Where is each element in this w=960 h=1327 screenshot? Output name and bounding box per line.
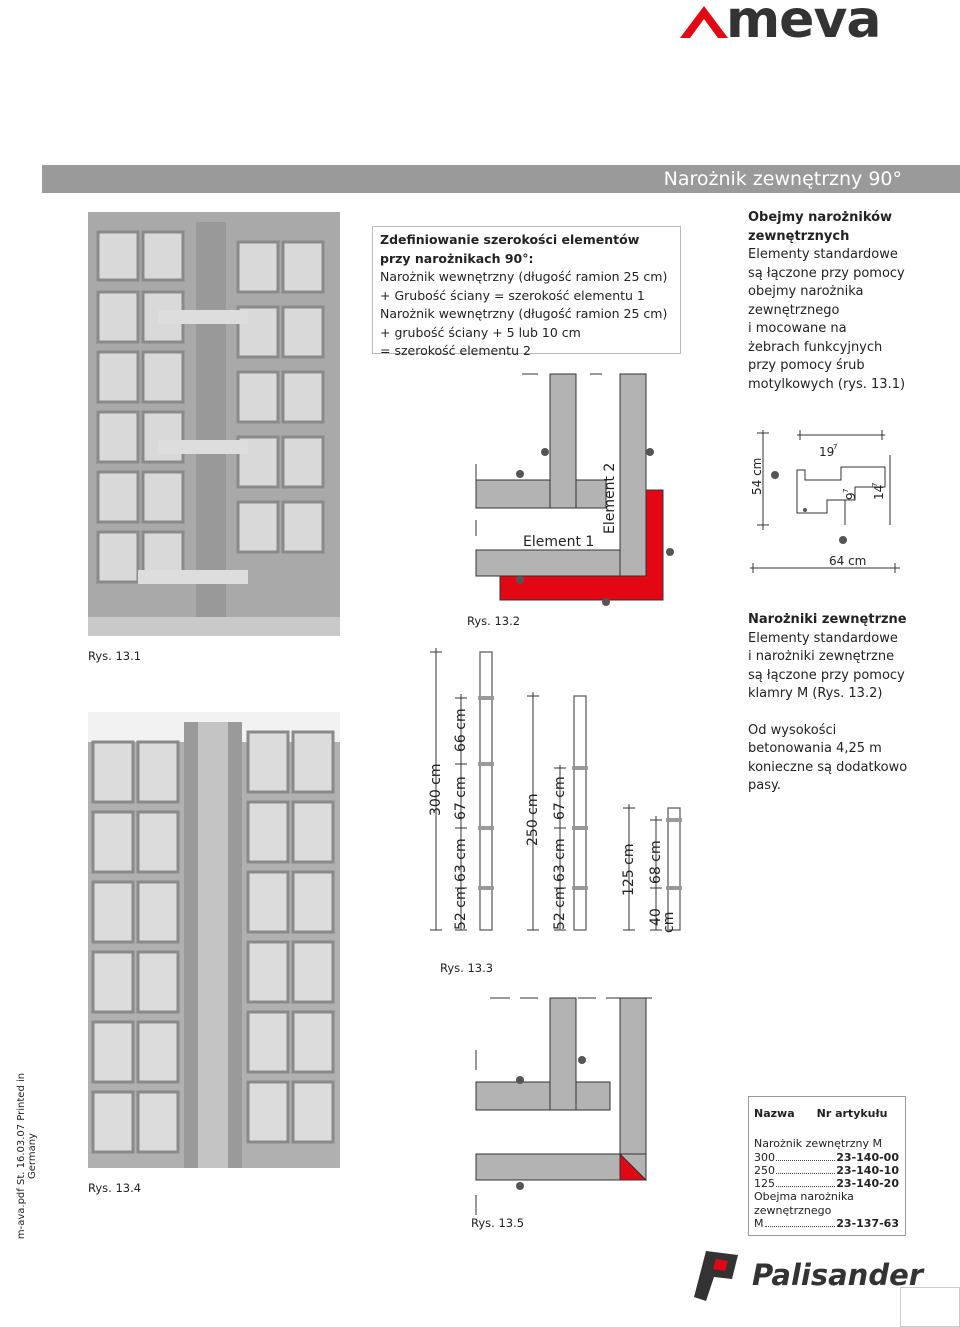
corner-diagram-fig-13-5 [475, 997, 652, 1215]
dim-19: 19 [819, 445, 834, 459]
section-clamps-line: są łączone przy pomocy [748, 265, 905, 281]
dim-250-cm: 250 cm [525, 793, 541, 846]
caption-fig-13-3: Rys. 13.3 [440, 961, 494, 975]
dim-54-cm: 54 cm [750, 458, 764, 495]
section-corners-line: klamry M (Rys. 13.2) [748, 686, 883, 701]
table-row-number: 23-140-20 [836, 1177, 899, 1191]
caption-fig-13-5: Rys. 13.5 [471, 1216, 525, 1230]
definition-line: + grubość ściany + 5 lub 10 cm [380, 324, 581, 340]
section-clamps-line: i mocowane na [748, 321, 847, 336]
dim-300-cm: 300 cm [428, 763, 444, 816]
definition-line: = szerokość elementu 2 [380, 343, 531, 358]
section-clamps: Obejmy narożników zewnętrznych Elementy … [748, 209, 948, 394]
dim-14: 14 [872, 485, 886, 500]
photo-fig-13-1 [88, 212, 340, 636]
table-row-number: 23-137-63 [836, 1217, 899, 1231]
dim-52-cm-a: 52 cm [453, 886, 469, 930]
caption-fig-13-1: Rys. 13.1 [88, 649, 142, 663]
header-bar [42, 165, 960, 193]
table-row: 250 23-140-10 [754, 1164, 905, 1177]
article-table: Nazwa Nr artykułu Narożnik zewnętrzny M … [748, 1096, 906, 1236]
table-group-title: Narożnik zewnętrzny M [754, 1137, 883, 1151]
table-row-name: 250 [754, 1163, 775, 1177]
table-row-name: M [754, 1217, 764, 1231]
section-clamps-line: przy pomocy śrub [748, 358, 865, 373]
table-row: 125 23-140-20 [754, 1177, 905, 1190]
definition-line: Narożnik wewnętrzny (długość ramion 25 c… [380, 269, 668, 284]
table-row-number: 23-140-10 [836, 1163, 899, 1177]
print-note: m-ava.pdf St. 16.03.07 Printed in German… [16, 1072, 38, 1240]
caption-fig-13-4: Rys. 13.4 [88, 1181, 142, 1195]
section-corners-note: Od wysokości [748, 722, 837, 738]
section-clamps-line: Elementy standardowe [748, 247, 898, 262]
meva-logo-icon [680, 6, 728, 38]
dim-9: 9 [844, 492, 858, 500]
section-clamps-line: zewnętrznego [748, 302, 840, 318]
table-clamp-line1: Obejma narożnika [754, 1190, 854, 1204]
caption-fig-13-2: Rys. 13.2 [467, 614, 521, 628]
definition-line: + Grubość ściany = szerokość elementu 1 [380, 287, 645, 303]
section-clamps-heading: Obejmy narożników zewnętrznych [748, 210, 893, 244]
dim-63-cm-b: 63 cm [552, 838, 568, 882]
definition-box: Zdefiniowanie szerokości elementów przy … [372, 226, 681, 358]
section-corners: Narożniki zewnętrzne Elementy standardow… [748, 611, 948, 796]
section-corners-heading: Narożniki zewnętrzne [748, 612, 907, 627]
dimension-diagram: 54 cm 64 cm 19 7 9 7 14 7 [750, 430, 900, 573]
dim-40-unit: cm [661, 912, 677, 933]
page-title: Narożnik zewnętrzny 90° [663, 168, 902, 190]
table-row: M 23-137-63 [754, 1217, 905, 1230]
corner-diagram-fig-13-1: Element 1 Element 2 [475, 373, 674, 606]
dim-52-cm-b: 52 cm [552, 886, 568, 930]
dim-67-cm-b: 67 cm [552, 776, 568, 820]
table-row-number: 23-140-00 [836, 1150, 899, 1164]
section-corners-note: pasy. [748, 778, 781, 793]
brand-logo-text: meva [726, 0, 881, 50]
table-row-name: 125 [754, 1177, 775, 1191]
table-row: 300 23-140-00 [754, 1151, 905, 1164]
dim-64-cm: 64 cm [829, 554, 866, 568]
section-clamps-line: żebrach funkcyjnych [748, 339, 883, 355]
table-col-name: Nazwa [754, 1107, 795, 1120]
dim-125-cm: 125 cm [621, 843, 637, 896]
label-element-2: Element 2 [602, 463, 618, 534]
dim-14-sup: 7 [871, 483, 879, 487]
dim-9-sup: 7 [842, 489, 850, 493]
table-row-name: 300 [754, 1150, 775, 1164]
dim-66-cm: 66 cm [453, 708, 469, 752]
palisander-logo-icon [694, 1251, 738, 1301]
height-diagrams: 300 cm 66 cm 67 cm 63 cm 52 cm 250 cm 67… [428, 648, 682, 933]
dim-68-cm: 68 cm [648, 840, 664, 884]
dim-67-cm-a: 67 cm [453, 776, 469, 820]
photo-fig-13-4 [88, 712, 340, 1168]
section-clamps-line: obejmy narożnika [748, 284, 864, 299]
section-clamps-line: motylkowych (rys. 13.1) [748, 376, 906, 392]
label-element-1: Element 1 [523, 534, 594, 550]
table-col-number: Nr artykułu [816, 1107, 888, 1120]
section-corners-line: i narożniki zewnętrzne [748, 649, 895, 664]
section-corners-note: betonowania 4,25 m [748, 741, 882, 756]
section-corners-line: Elementy standardowe [748, 630, 898, 646]
partner-logo-text: Palisander [752, 1258, 924, 1292]
section-corners-note: konieczne są dodatkowo [748, 759, 908, 775]
corner-mark [900, 1287, 960, 1327]
dim-19-sup: 7 [833, 443, 837, 451]
dim-40: 40 [648, 908, 664, 926]
definition-line: Narożnik wewnętrzny (długość ramion 25 c… [380, 306, 668, 321]
dim-63-cm-a: 63 cm [453, 838, 469, 882]
section-corners-line: są łączone przy pomocy [748, 667, 905, 683]
table-clamp-line2: zewnętrznego [754, 1203, 832, 1217]
definition-title: Zdefiniowanie szerokości elementów przy … [380, 232, 640, 266]
table-header: Nazwa Nr artykułu [754, 1107, 905, 1120]
